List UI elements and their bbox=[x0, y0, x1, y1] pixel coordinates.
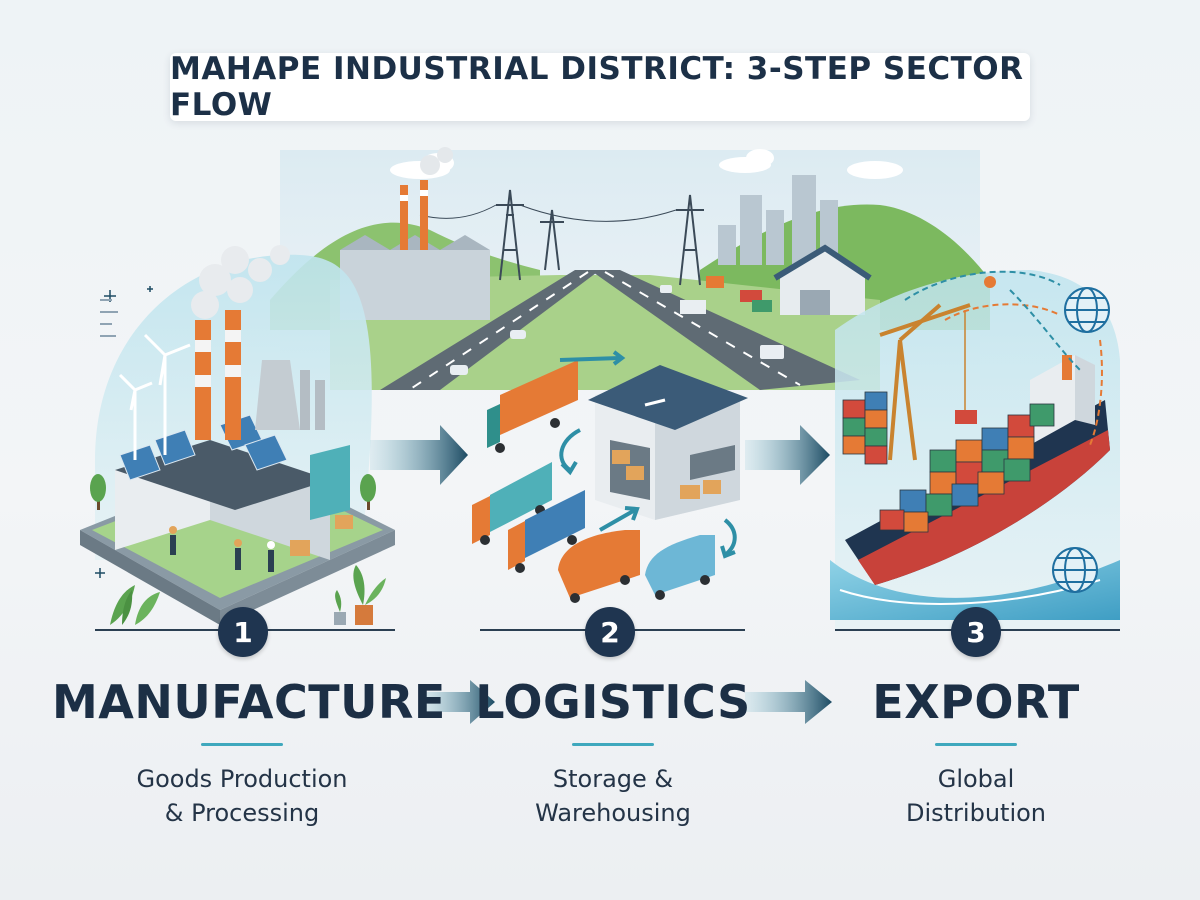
cycle-arrows-icon bbox=[559, 350, 737, 559]
step-1-description: Goods Production & Processing bbox=[92, 762, 392, 830]
distant-factory-icon bbox=[340, 147, 490, 320]
plant-icon bbox=[110, 565, 386, 625]
flow-arrow-icon bbox=[745, 425, 830, 485]
truck-icon bbox=[472, 360, 715, 603]
step-3-description-line-1: Global bbox=[937, 765, 1015, 793]
route-arrows-icon bbox=[904, 270, 1103, 446]
step-2-description-line-1: Storage & bbox=[552, 765, 674, 793]
road bbox=[380, 270, 860, 390]
step-1-description-line-1: Goods Production bbox=[136, 765, 348, 793]
step-1-underline bbox=[201, 743, 283, 746]
cloud-icon bbox=[390, 149, 903, 179]
step-3-description-line-2: Distribution bbox=[905, 799, 1046, 827]
step-3-description: Global Distribution bbox=[826, 762, 1126, 830]
globe-icon bbox=[1052, 547, 1098, 593]
step-3-number-badge: 3 bbox=[951, 607, 1001, 657]
flow-arrow-icon bbox=[370, 425, 468, 485]
distant-warehouse-icon bbox=[706, 244, 872, 315]
step-3-underline bbox=[935, 743, 1017, 746]
step-2-description: Storage & Warehousing bbox=[463, 762, 763, 830]
background-landscape bbox=[270, 147, 990, 390]
step-2-description-line-2: Warehousing bbox=[535, 799, 691, 827]
page-title: MAHAPE INDUSTRIAL DISTRICT: 3-STEP SECTO… bbox=[170, 51, 1024, 123]
shipping-containers bbox=[842, 391, 1055, 533]
step-1-title: MANUFACTURE bbox=[52, 675, 446, 729]
step-1-description-line-2: & Processing bbox=[164, 799, 320, 827]
flow-arrow-icon bbox=[745, 680, 832, 724]
flow-arrow-icon bbox=[420, 680, 495, 724]
step-2-title: LOGISTICS bbox=[475, 675, 751, 729]
city-skyline bbox=[718, 175, 838, 265]
title-banner: MAHAPE INDUSTRIAL DISTRICT: 3-STEP SECTO… bbox=[170, 51, 1030, 123]
step-3-title: EXPORT bbox=[872, 675, 1080, 729]
step-2-underline bbox=[572, 743, 654, 746]
warehouse-icon bbox=[588, 365, 748, 520]
power-pylon-icon bbox=[419, 189, 704, 286]
globe-icon bbox=[1064, 287, 1110, 333]
factory-icon bbox=[80, 245, 395, 625]
info-list-icon bbox=[100, 299, 118, 337]
step-1-number-badge: 1 bbox=[218, 607, 268, 657]
step-2-number-badge: 2 bbox=[585, 607, 635, 657]
